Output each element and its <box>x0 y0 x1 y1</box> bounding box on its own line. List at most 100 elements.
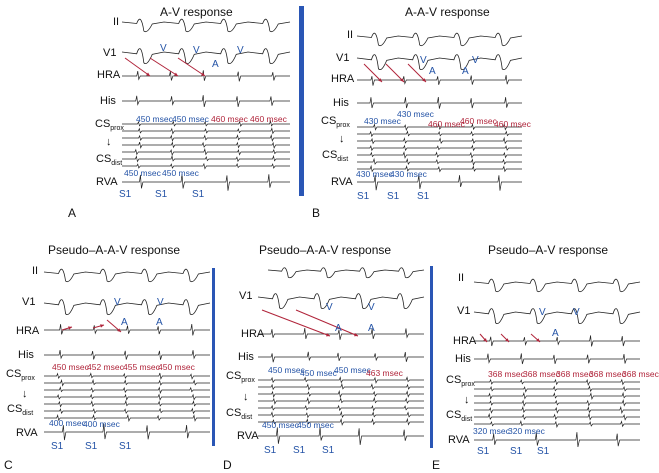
panel-c-activation-arrow-head <box>68 326 72 330</box>
panel-a-letter: A <box>68 206 77 220</box>
panel-c-trace-hra <box>44 323 210 336</box>
panel-d-v-mark: V <box>326 302 333 313</box>
panel-d-lead-cs-dist: CSdist <box>226 407 253 422</box>
panel-b-lead-cs-prox: CSprox <box>321 115 350 130</box>
panel-a-lead-his: His <box>100 95 116 107</box>
panel-d-s1-mark: S1 <box>322 445 335 456</box>
panel-d-lead-cs-prox: CSprox <box>226 370 255 385</box>
panel-a-activation-arrow <box>149 57 179 77</box>
panel-a-trace-cs-7 <box>122 162 290 170</box>
panel-c-s1-mark: S1 <box>51 441 64 452</box>
panel-b-trace-cs-2 <box>357 130 522 138</box>
panel-e-lead-his: His <box>455 353 471 365</box>
panel-a-v-mark: V <box>160 43 167 54</box>
panel-e-trace-rva <box>474 432 640 448</box>
panel-a-lead-rva: RVA <box>96 176 118 188</box>
panel-b-a-mark: A <box>462 66 469 77</box>
panel-b-activation-arrow-head <box>400 78 404 82</box>
panel-c-lead-v1: V1 <box>22 296 36 308</box>
panel-a-cs-interval: 450 msec <box>136 114 173 124</box>
panel-c-lead-hra: HRA <box>16 325 40 337</box>
panel-d-lead-v1: V1 <box>239 290 253 302</box>
panel-e-cs-arrow: ↓ <box>464 394 470 406</box>
panel-a-trace-rva <box>122 173 290 191</box>
panel-e-lead-hra: HRA <box>453 335 477 347</box>
panel-a-rva-interval: 450 msec <box>124 168 161 178</box>
panel-e-a-mark: A <box>552 328 559 339</box>
divider-bottom-right <box>430 266 433 448</box>
panel-a-v-mark: V <box>237 45 244 56</box>
panel-e-trace-cs-1 <box>474 378 640 386</box>
panel-a-lead-v1: V1 <box>103 47 117 59</box>
panel-a-lead-hra: HRA <box>97 69 121 81</box>
panel-a-rva-interval: 450 msec <box>162 168 199 178</box>
panel-b-title: A-A-V response <box>405 5 490 19</box>
panel-b-trace-cs-3 <box>357 136 522 145</box>
panel-c-cs-interval: 452 msec <box>87 362 124 372</box>
panel-e-trace-v1 <box>473 308 641 325</box>
panel-e-lead-cs-dist: CSdist <box>446 409 473 424</box>
panel-d-trace-rva <box>258 427 424 445</box>
panel-b-trace-cs-7 <box>357 164 522 173</box>
panel-c-a-mark: A <box>121 317 128 328</box>
panel-b-cs-interval: 460 msec <box>460 116 497 126</box>
panel-e-activation-arrow-head <box>536 338 540 342</box>
panel-b-lead-his: His <box>333 97 349 109</box>
panel-c-letter: C <box>4 458 13 472</box>
panel-e-trace-cs-7 <box>474 420 640 428</box>
panel-d-trace-cs-2 <box>258 382 424 391</box>
panel-e-s1-mark: S1 <box>537 446 550 457</box>
panel-a-cs-interval: 450 msec <box>172 114 209 124</box>
panel-a-cs-arrow: ↓ <box>106 136 112 148</box>
panel-b-v-mark: V <box>420 55 427 66</box>
panel-d-cs-interval: 450 msec <box>300 368 337 378</box>
panel-c-lead-cs-prox: CSprox <box>6 368 35 383</box>
panel-c-trace-cs-7 <box>44 413 210 422</box>
panel-b-lead-v1: V1 <box>336 52 350 64</box>
panel-c-cs-interval: 450 msec <box>52 362 89 372</box>
panel-b-activation-arrow-head <box>422 78 426 82</box>
panel-e-trace-cs-3 <box>474 391 640 401</box>
panel-e-rva-interval: 320 msec <box>473 426 510 436</box>
panel-c-rva-interval: 400 msec <box>49 418 86 428</box>
panel-b-lead-hra: HRA <box>331 73 355 85</box>
panel-d-s1-mark: S1 <box>293 445 306 456</box>
panel-e-cs-interval: 368 msec <box>488 369 525 379</box>
panel-e-s1-mark: S1 <box>510 446 523 457</box>
panel-b-trace-cs-4 <box>357 144 522 152</box>
panel-c-rva-interval: 400 msec <box>83 419 120 429</box>
panel-e-rva-interval: 320 msec <box>508 426 545 436</box>
panel-b-cs-interval: 460 msec <box>494 119 531 129</box>
panel-d-activation-arrow <box>261 309 331 337</box>
panel-d-trace-cs-5 <box>258 404 424 412</box>
panel-d-rva-interval: 450 msec <box>262 420 299 430</box>
panel-a-a-mark: A <box>212 59 219 70</box>
panel-e-lead-ii: II <box>458 272 465 284</box>
panel-b-trace-cs-5 <box>357 151 522 159</box>
panel-b-cs-interval: 430 msec <box>364 116 401 126</box>
panel-e-trace-cs-2 <box>474 385 640 393</box>
panel-b-trace-rva <box>357 174 522 191</box>
panel-b-lead-ii: II <box>347 29 354 41</box>
panel-a-cs-interval: 460 msec <box>250 114 287 124</box>
panel-d-activation-arrow <box>295 309 359 337</box>
panel-b-activation-arrow-head <box>378 78 382 82</box>
panel-c-lead-ii: II <box>32 265 39 277</box>
panel-e-s1-mark: S1 <box>477 446 490 457</box>
panel-b-activation-arrow <box>363 63 383 83</box>
panel-c-trace-cs-4 <box>44 393 210 401</box>
panel-d-lead-hra: HRA <box>241 328 265 340</box>
panel-e-trace-cs-4 <box>474 398 640 407</box>
panel-a-trace-cs-3 <box>122 133 290 142</box>
panel-b-activation-arrow <box>385 63 405 83</box>
panel-e-title: Pseudo–A-V response <box>488 243 609 257</box>
panel-d-cs-arrow: ↓ <box>243 391 249 403</box>
panel-a-activation-arrow-head <box>146 72 150 76</box>
panel-d-trace-v1 <box>257 293 425 310</box>
panel-c-trace-his <box>44 350 210 360</box>
panel-a-title: A-V response <box>160 5 233 19</box>
panel-c-trace-cs-1 <box>44 372 210 380</box>
divider-top <box>299 6 304 196</box>
